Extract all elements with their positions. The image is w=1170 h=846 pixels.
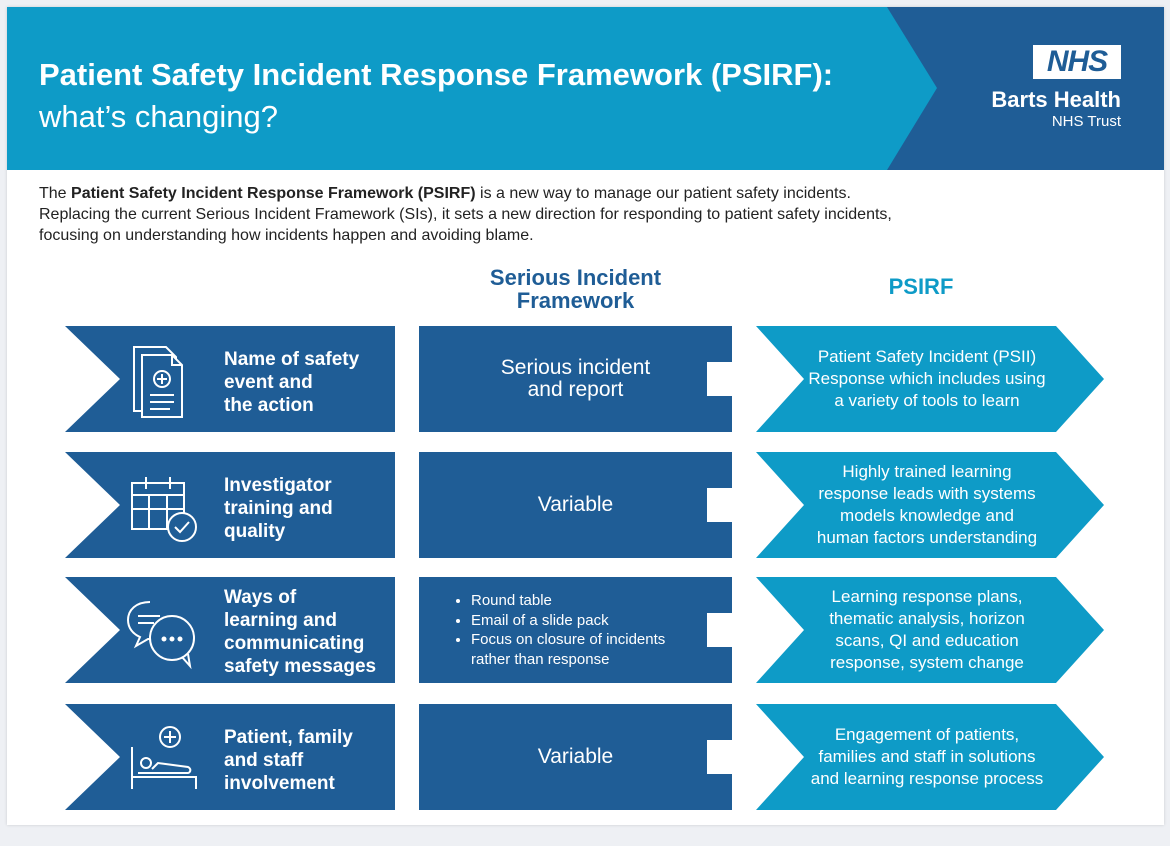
row-label-arrow	[65, 452, 395, 558]
intro-text: is a new way to manage our patient safet…	[475, 185, 851, 202]
column-header-psirf: PSIRF	[888, 274, 954, 299]
document-plus-icon	[133, 346, 183, 418]
psirf-arrow	[756, 452, 1104, 558]
row-label-line: Investigator	[224, 475, 332, 496]
chat-bubbles-icon	[126, 601, 195, 670]
psirf-cell-text: Highly trained learning response leads w…	[816, 462, 1038, 547]
column-header-si-line: Serious Incident	[489, 265, 662, 290]
intro-bold-term: Patient Safety Incident Response Framewo…	[71, 185, 476, 202]
header-banner: Patient Safety Incident Response Framewo…	[7, 7, 1164, 170]
intro-line-3: focusing on understanding how incidents …	[39, 227, 534, 244]
row-label: Patient, family and staff involvement	[224, 726, 353, 795]
infographic-card: Patient Safety Incident Response Framewo…	[7, 7, 1164, 825]
si-bullet-list: Round table Email of a slide pack Focus …	[419, 591, 732, 669]
intro-paragraph: The Patient Safety Incident Response Fra…	[39, 183, 1119, 246]
patient-bed-icon	[131, 726, 197, 789]
row-label-line: training and	[224, 498, 333, 519]
psirf-cell-text: Patient Safety Incident (PSII) Response …	[808, 347, 1046, 410]
psirf-cell: Learning response plans, thematic analys…	[784, 577, 1070, 683]
si-cell-text: Variable	[537, 745, 614, 768]
psirf-cell-text: Engagement of patients, families and sta…	[810, 725, 1044, 788]
row-label-line: and staff	[224, 750, 304, 771]
calendar-check-icon	[131, 477, 197, 542]
header-arrow-shape	[7, 7, 937, 170]
org-subtitle: NHS Trust	[1051, 113, 1121, 130]
page-subtitle: what’s changing?	[39, 99, 278, 134]
psirf-cell: Patient Safety Incident (PSII) Response …	[784, 326, 1070, 432]
row-label-line: quality	[224, 521, 286, 542]
row-label-arrow	[65, 577, 395, 683]
si-cell: Serious incident and report	[419, 326, 732, 432]
row-label-line: safety messages	[224, 656, 377, 677]
psirf-cell: Engagement of patients, families and sta…	[784, 704, 1070, 810]
row-label-line: learning and	[224, 610, 337, 631]
si-bullet-item: Focus on closure of incidents rather tha…	[471, 630, 732, 669]
psirf-arrow	[756, 704, 1104, 810]
row-label-line: Name of safety	[224, 349, 360, 370]
psirf-cell: Highly trained learning response leads w…	[784, 452, 1070, 558]
row-label-arrow	[65, 326, 395, 432]
row-label-line: Ways of	[224, 587, 297, 608]
si-cell-text: Variable	[537, 493, 614, 516]
row-label-line: Patient, family	[224, 727, 353, 748]
si-bullet-item: Email of a slide pack	[471, 611, 732, 631]
psirf-arrow	[756, 577, 1104, 683]
nhs-logo: NHS	[1033, 45, 1121, 79]
comparison-row: Ways of learning and communicating safet…	[7, 577, 1164, 683]
psirf-arrow	[756, 326, 1104, 432]
comparison-row: Name of safety event and the action Seri…	[7, 326, 1164, 432]
comparison-row: Investigator training and quality Variab…	[7, 452, 1164, 558]
intro-line-2: Replacing the current Serious Incident F…	[39, 206, 892, 223]
row-label-arrow	[65, 704, 395, 810]
row-label: Name of safety event and the action	[224, 348, 359, 417]
intro-text: The	[39, 185, 72, 202]
psirf-cell-text: Learning response plans, thematic analys…	[829, 587, 1025, 672]
column-header-si: Serious Incident Framework	[419, 266, 732, 312]
row-label-line: the action	[224, 395, 314, 416]
row-label-line: communicating	[224, 633, 365, 654]
si-cell: Round table Email of a slide pack Focus …	[419, 577, 732, 683]
intro-line-1: The Patient Safety Incident Response Fra…	[39, 183, 1119, 204]
si-cell-text: Serious incident and report	[500, 356, 651, 401]
row-label-line: event and	[224, 372, 313, 393]
si-cell: Variable	[419, 704, 732, 810]
row-label-line: involvement	[224, 773, 335, 794]
column-header-si-line: Framework	[516, 288, 635, 313]
row-label: Investigator training and quality	[224, 474, 333, 543]
row-label: Ways of learning and communicating safet…	[224, 586, 376, 678]
page-title: Patient Safety Incident Response Framewo…	[39, 57, 834, 92]
org-name: Barts Health	[991, 87, 1121, 112]
si-bullet-item: Round table	[471, 591, 732, 611]
si-cell: Variable	[419, 452, 732, 558]
comparison-row: Patient, family and staff involvement Va…	[7, 704, 1164, 810]
